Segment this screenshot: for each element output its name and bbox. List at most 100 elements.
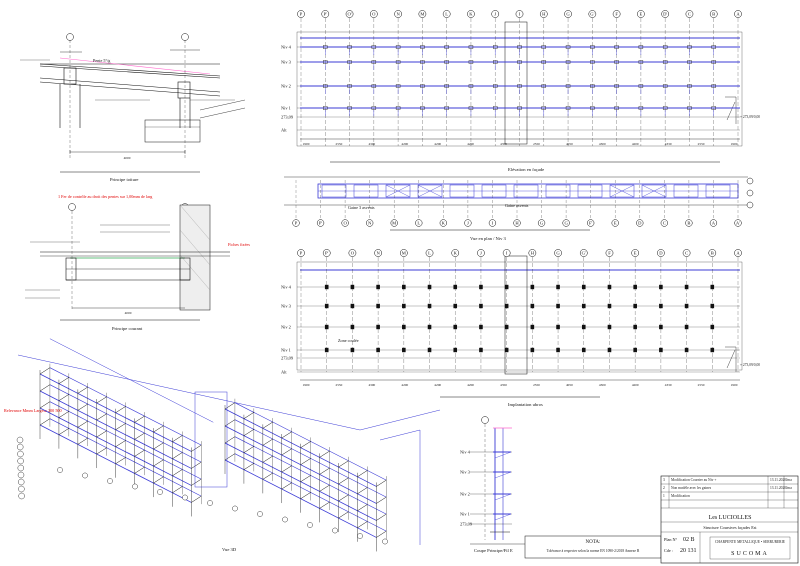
anchor-plate (710, 347, 715, 353)
dim-value: 2550 (336, 383, 343, 387)
grid-bubble (348, 249, 357, 257)
caption-elevation: Elévation en façade (508, 167, 544, 172)
dim-value: 2550 (698, 383, 705, 387)
anchor-plate (427, 324, 432, 330)
anchor-plate (324, 303, 329, 309)
joist (338, 511, 349, 519)
post (347, 106, 352, 110)
grid-label: G' (590, 12, 594, 17)
facade-edge (379, 429, 421, 441)
grid-bubble (345, 10, 354, 18)
joist (281, 482, 292, 490)
grid-bubble (394, 10, 402, 18)
post (323, 106, 328, 110)
grid-bubble (292, 219, 300, 227)
dim-value: 1900 (731, 142, 738, 146)
implantation-ubros: Zone coulée + 273,09/0,00 Implantation u… (281, 249, 760, 407)
caption-vue-3d: Vue 3D (222, 547, 237, 552)
grid-bubble (587, 219, 595, 227)
post (493, 45, 498, 49)
grid-bubble (316, 219, 325, 227)
grid-bubble (374, 249, 382, 257)
rev-3-date: 13.11.2020 (770, 478, 786, 482)
anchor-plate (504, 324, 509, 330)
joist (357, 504, 368, 511)
anchor-plate (556, 303, 560, 309)
grid-bubble (442, 10, 451, 18)
grid-bubble-3d (257, 511, 263, 517)
joist (224, 402, 236, 410)
grid-bubble-3d (282, 516, 288, 523)
grid-label: L (417, 221, 420, 226)
joist (300, 475, 311, 482)
plan-view-niv3: Gaine 3 asvents Gaine asvents Vue en pla… (284, 176, 754, 241)
grid-label: P' (324, 12, 328, 17)
joist (191, 495, 202, 503)
post (638, 60, 644, 64)
grid-label: A' (736, 221, 740, 226)
grid-label: B (712, 12, 715, 17)
grid-bubble (612, 10, 621, 18)
grid-bubble (734, 10, 742, 18)
grid-bubble (390, 219, 398, 227)
anchor-plate (504, 284, 509, 290)
anchor-plate (581, 303, 586, 309)
dim-value: 4300 (599, 383, 606, 387)
joist (96, 413, 107, 421)
plan-bay (705, 184, 731, 198)
grid-label: F' (589, 221, 593, 226)
dim-value: 4050 (566, 142, 573, 146)
grid-label: O' (347, 12, 351, 17)
dim-value: 1900 (303, 142, 310, 146)
joist (338, 460, 349, 468)
anchor-plate (324, 324, 329, 330)
caption-implantation: Implantation ubros (508, 402, 543, 407)
joist (262, 438, 273, 446)
view-3d: Relevance Mmm Largeur 200 500 Vue 3D (4, 338, 441, 552)
joist (376, 513, 387, 521)
anchor-plate (504, 303, 509, 309)
post (420, 60, 425, 64)
anchor-plate (659, 347, 663, 353)
plan-bay (545, 184, 571, 198)
dim-value: 4200 (434, 142, 441, 146)
grid-bubble (488, 219, 497, 227)
post (662, 84, 668, 88)
joist (153, 442, 164, 450)
anchor-plate (710, 324, 715, 330)
grid-bubble (513, 219, 521, 227)
post (590, 45, 595, 49)
post (420, 106, 425, 110)
grid-bubble-3d (17, 464, 24, 472)
grid-label: A (736, 12, 740, 17)
bracing (641, 184, 667, 198)
grid-label: D (659, 251, 663, 256)
grid-label: F (615, 12, 618, 17)
grid-bubble-3d (17, 443, 24, 451)
post (517, 60, 522, 64)
post (614, 106, 619, 110)
dim-toiture: 4000 (124, 156, 131, 160)
level-label: Niv 2 (281, 84, 291, 89)
rev-2-date: 13.11.2020 (770, 486, 786, 490)
anchor-plate (556, 324, 560, 330)
strut (494, 471, 512, 479)
rev-3-index: 3 (663, 478, 665, 482)
post (323, 60, 328, 64)
grid-bubble (579, 249, 588, 257)
plan-label-mid: Gaine asvents (505, 203, 529, 208)
grid-label: K (469, 12, 473, 17)
grid-bubble-3d (307, 522, 313, 528)
dim-value: 4200 (467, 142, 474, 146)
anchor-plate (530, 347, 535, 353)
anchor-plate (376, 284, 380, 290)
post (565, 60, 571, 64)
post (687, 84, 692, 88)
block-3d-right (224, 398, 387, 552)
caption-principe-toiture: Principe toiture (110, 177, 138, 182)
anchor-plate (556, 284, 560, 290)
grid-label: L (445, 12, 448, 17)
joist (357, 521, 368, 528)
post (444, 84, 449, 88)
level-label: Niv 3 (281, 60, 292, 65)
